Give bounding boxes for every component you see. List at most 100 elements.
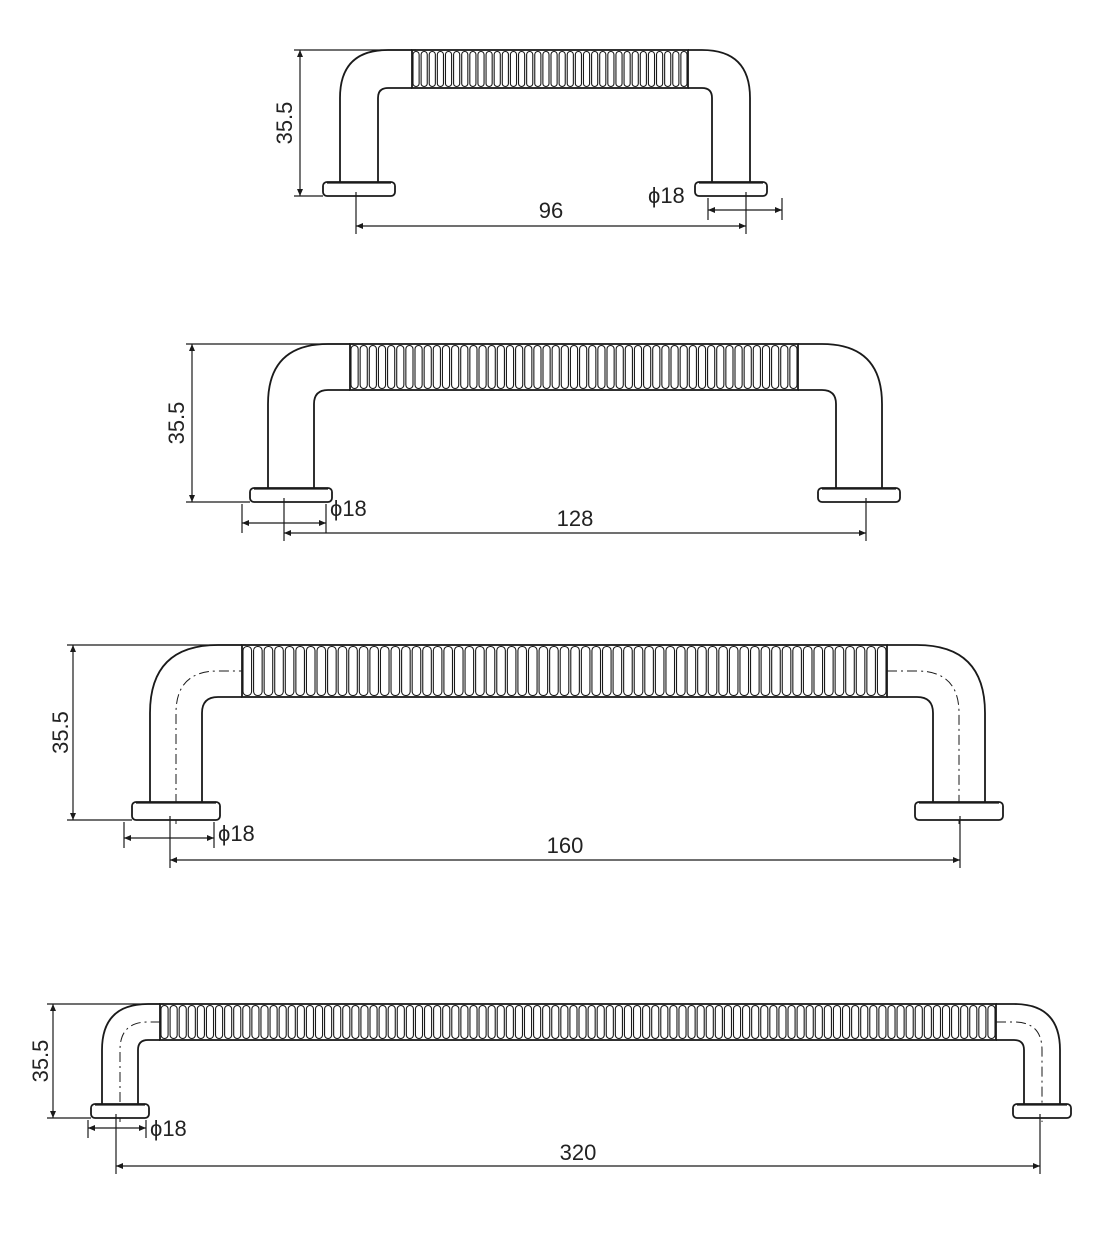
- grip-rib: [660, 1004, 669, 1040]
- grip-rib: [633, 645, 644, 697]
- length-arrow-right: [1033, 1163, 1040, 1169]
- length-arrow-left: [170, 857, 177, 863]
- height-arrow-top: [70, 645, 76, 652]
- grip-rib: [496, 645, 506, 697]
- grip-rib: [560, 344, 569, 390]
- grip-rib: [269, 1004, 278, 1040]
- grip-rib: [841, 1004, 851, 1040]
- right-base-plate: [694, 181, 768, 197]
- grip-rib: [475, 645, 485, 697]
- grip-rib: [778, 1004, 787, 1040]
- grip-rib: [387, 1004, 396, 1040]
- grip-rib: [675, 645, 686, 697]
- grip-rib: [665, 645, 676, 697]
- left-base-plate: [90, 1103, 150, 1119]
- grip-rib: [411, 645, 422, 697]
- grip-rib: [905, 1004, 914, 1040]
- grip-rib: [688, 344, 697, 390]
- grip-rib: [496, 1004, 505, 1040]
- grip-rib: [432, 344, 441, 390]
- grip-rib: [697, 344, 707, 390]
- grip-rib: [534, 50, 542, 88]
- grip-rib: [253, 645, 263, 697]
- grip-rib: [669, 1004, 678, 1040]
- grip-rib: [569, 344, 579, 390]
- grip-rib: [631, 50, 639, 88]
- grip-rib: [369, 1004, 378, 1040]
- grip-rib: [324, 1004, 333, 1040]
- grip-rib: [501, 50, 509, 88]
- diameter-label: ϕ18: [648, 183, 685, 208]
- grip-rib: [860, 1004, 869, 1040]
- height-arrow-bottom: [50, 1111, 56, 1118]
- grip-rib: [599, 50, 607, 88]
- grip-rib: [305, 1004, 315, 1040]
- grip-rib: [623, 645, 633, 697]
- grip-rib: [780, 344, 789, 390]
- grip-rib: [725, 344, 734, 390]
- left-centerline: [175, 670, 242, 824]
- grip-rib: [351, 1004, 360, 1040]
- grip-rib: [533, 344, 542, 390]
- grip-rib: [887, 1004, 896, 1040]
- grip-rib: [687, 1004, 696, 1040]
- length-arrow-left: [356, 223, 363, 229]
- grip-rib: [960, 1004, 969, 1040]
- grip-rib: [579, 344, 588, 390]
- grip-rib: [396, 344, 405, 390]
- grip-rib: [574, 50, 583, 88]
- grip-rib: [633, 344, 643, 390]
- grip-rib: [295, 645, 305, 697]
- grip-rib: [542, 1004, 551, 1040]
- grip-rib: [605, 1004, 614, 1040]
- grip-rib: [196, 1004, 205, 1040]
- handle-inner-profile: [313, 389, 837, 488]
- grip-rib: [697, 645, 707, 697]
- grip-rib: [615, 344, 624, 390]
- grip-rib: [866, 645, 876, 697]
- grip-rib: [327, 645, 337, 697]
- diameter-arrow-right: [207, 835, 214, 841]
- grip-rib: [623, 1004, 633, 1040]
- grip-rib: [696, 1004, 705, 1040]
- length-arrow-left: [284, 530, 291, 536]
- grip-rib: [485, 645, 496, 697]
- grip-rib: [796, 1004, 805, 1040]
- grip-rib: [517, 50, 526, 88]
- height-arrow-bottom: [70, 813, 76, 820]
- handle-inner-profile: [377, 87, 713, 182]
- diameter-arrow-left: [242, 520, 249, 526]
- grip-rib: [558, 50, 566, 88]
- grip-rib: [644, 645, 654, 697]
- grip-rib: [878, 1004, 887, 1040]
- length-label: 320: [560, 1140, 597, 1165]
- diameter-arrow-left: [88, 1125, 95, 1131]
- grip-rib: [614, 1004, 623, 1040]
- grip-rib: [679, 344, 688, 390]
- grip-rib: [533, 1004, 542, 1040]
- left-base-plate: [322, 181, 396, 197]
- grip-rib: [591, 50, 599, 88]
- grip-outline: [241, 644, 888, 698]
- grip-rib: [582, 50, 591, 88]
- height-label: 35.5: [272, 102, 297, 145]
- grip-rib: [477, 50, 485, 88]
- grip-rib: [869, 1004, 878, 1040]
- grip-rib: [612, 645, 623, 697]
- grip-rib: [876, 645, 887, 697]
- grip-rib: [464, 645, 475, 697]
- grip-rib: [169, 1004, 178, 1040]
- grip-rib: [654, 645, 665, 697]
- grip-rib: [287, 1004, 296, 1040]
- grip-rib: [505, 1004, 514, 1040]
- grip-rib: [444, 50, 453, 88]
- grip-rib: [178, 1004, 187, 1040]
- grip-rib: [517, 645, 528, 697]
- right-centerline: [887, 670, 960, 824]
- grip-rib: [396, 1004, 405, 1040]
- diameter-arrow-right: [775, 207, 782, 213]
- grip-rib: [705, 1004, 714, 1040]
- grip-rib: [805, 1004, 814, 1040]
